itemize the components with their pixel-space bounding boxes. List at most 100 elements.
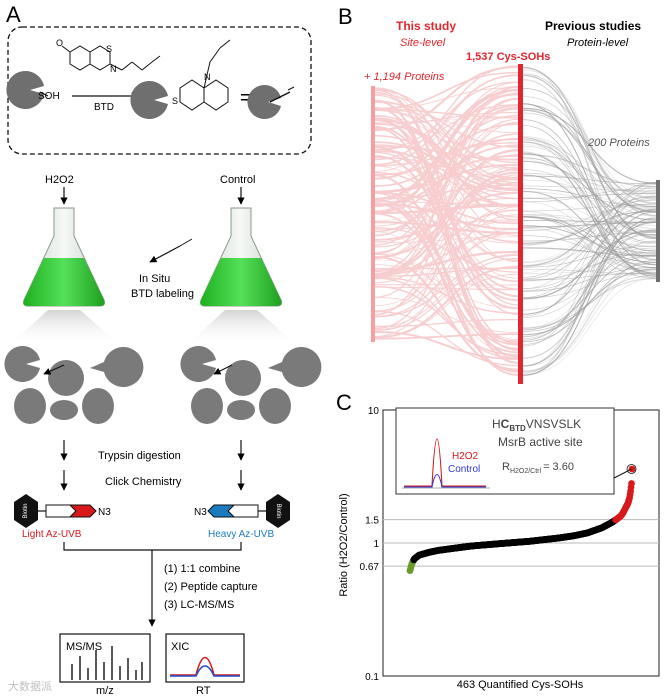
flow-link bbox=[522, 249, 657, 318]
flow-link bbox=[374, 87, 519, 221]
flow-link bbox=[374, 110, 519, 178]
flow-link bbox=[522, 88, 657, 199]
flow-link bbox=[522, 109, 657, 212]
btd-n: N bbox=[110, 64, 117, 74]
flow-link bbox=[522, 210, 657, 244]
flow-link bbox=[522, 269, 657, 275]
flow-link bbox=[522, 195, 657, 267]
flow-link bbox=[374, 111, 519, 125]
flow-link bbox=[374, 318, 519, 328]
flow-link bbox=[522, 192, 657, 199]
flow-link bbox=[374, 174, 519, 313]
flow-link bbox=[522, 183, 657, 289]
flow-link bbox=[374, 89, 519, 306]
flow-link bbox=[522, 245, 657, 268]
flow-link bbox=[522, 262, 657, 343]
flow-link bbox=[522, 216, 657, 279]
flow-link bbox=[522, 153, 657, 188]
flow-link bbox=[522, 189, 657, 374]
data-point bbox=[628, 465, 636, 473]
flow-link bbox=[374, 81, 519, 150]
flow-link bbox=[374, 205, 519, 214]
flow-link bbox=[374, 257, 519, 331]
flow-link bbox=[374, 277, 519, 359]
light-azide: N3 bbox=[98, 507, 111, 518]
previous-title: Previous studies bbox=[545, 19, 641, 33]
flow-link bbox=[522, 216, 657, 263]
flow-link bbox=[522, 211, 657, 367]
flow-link bbox=[374, 178, 519, 259]
flow-link bbox=[522, 252, 657, 282]
flow-link bbox=[374, 267, 519, 270]
panel-label-b: B bbox=[338, 4, 353, 29]
flow-link bbox=[522, 69, 657, 216]
msms-spectrum bbox=[59, 633, 151, 683]
flow-link bbox=[522, 119, 657, 261]
highlight-point bbox=[626, 464, 637, 474]
xic-title: XIC bbox=[171, 641, 189, 653]
flow-link bbox=[522, 278, 657, 376]
this-study-sub: Site-level bbox=[400, 37, 446, 49]
flow-link bbox=[522, 138, 657, 233]
y-tick-label: 0.1 bbox=[365, 672, 379, 683]
flow-link bbox=[522, 215, 657, 254]
flow-link bbox=[522, 158, 657, 281]
y-tick-label: 1 bbox=[373, 539, 379, 550]
flow-link bbox=[522, 204, 657, 212]
flow-link bbox=[522, 247, 657, 257]
flow-link bbox=[522, 222, 657, 341]
flow-link bbox=[522, 112, 657, 199]
flow-link bbox=[374, 221, 519, 234]
flow-link bbox=[374, 107, 519, 345]
flow-link bbox=[374, 259, 519, 290]
flow-link bbox=[522, 181, 657, 367]
flow-link bbox=[522, 125, 657, 277]
flow-link bbox=[374, 256, 519, 371]
flow-link bbox=[374, 220, 519, 255]
flow-link bbox=[374, 264, 519, 309]
step-2: (2) Peptide capture bbox=[164, 581, 258, 593]
inset-peptide: HCBTDVNSVSLK bbox=[492, 417, 581, 433]
flow-link bbox=[374, 116, 519, 171]
flow-link bbox=[522, 182, 657, 278]
flow-link bbox=[522, 73, 657, 217]
flask-h2o2 bbox=[23, 207, 105, 307]
flow-link bbox=[522, 188, 657, 203]
flow-link bbox=[374, 65, 519, 161]
flow-link bbox=[374, 182, 519, 248]
flow-link bbox=[374, 157, 519, 178]
data-point bbox=[628, 480, 635, 487]
flow-link bbox=[522, 255, 657, 367]
node-right-proteins bbox=[656, 180, 660, 282]
flow-link bbox=[522, 220, 657, 267]
flow-link bbox=[522, 269, 657, 373]
btd-label: BTD bbox=[94, 102, 114, 113]
flow-link bbox=[522, 229, 657, 300]
step-3: (3) LC-MS/MS bbox=[164, 599, 234, 611]
flow-link bbox=[522, 273, 657, 299]
flow-link bbox=[374, 163, 519, 193]
flow-link bbox=[522, 240, 657, 329]
probe-arrow-icon bbox=[149, 245, 181, 263]
flow-link bbox=[374, 253, 519, 342]
scatter-points bbox=[406, 464, 637, 575]
inset-legend-control: Control bbox=[448, 464, 480, 475]
heavy-label: Heavy Az-UVB bbox=[208, 529, 274, 540]
flow-link bbox=[374, 151, 519, 262]
flow-link bbox=[374, 104, 519, 151]
flow-link bbox=[374, 202, 519, 231]
flow-link bbox=[522, 241, 657, 345]
flow-link bbox=[522, 158, 657, 195]
protein-sulfenic-icon bbox=[6, 71, 44, 109]
btd-o: O bbox=[56, 38, 63, 48]
flow-link bbox=[522, 144, 657, 230]
sulfenic-label: SOH bbox=[38, 91, 60, 102]
flow-link bbox=[522, 139, 657, 207]
watermark: 大数据派 bbox=[8, 679, 52, 693]
flow-link bbox=[374, 231, 519, 277]
sankey-right-flows bbox=[522, 66, 657, 376]
flow-link bbox=[374, 203, 519, 340]
flow-link bbox=[522, 137, 657, 275]
flow-link bbox=[522, 191, 657, 209]
flow-link bbox=[374, 205, 519, 307]
